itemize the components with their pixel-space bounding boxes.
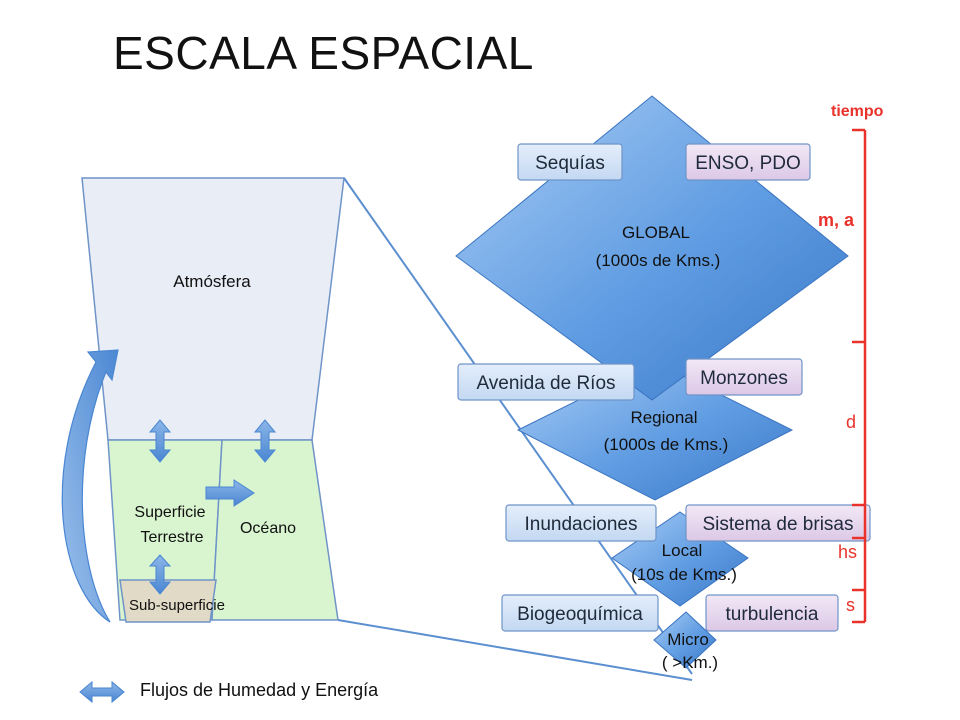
atmosphere-region — [81, 177, 345, 441]
box-monzones: Monzones — [685, 358, 803, 396]
monzones-label: Monzones — [700, 368, 788, 389]
legend-label: Flujos de Humedad y Energía — [140, 680, 379, 700]
regional-label-2: (1000s de Kms.) — [604, 435, 729, 454]
curved-flow-arrow — [61, 349, 119, 623]
biogeoquimica-label: Biogeoquímica — [517, 604, 643, 625]
subsurface-label: Sub-superficie — [129, 597, 225, 614]
legend-double-arrow-icon — [79, 680, 125, 704]
double-arrow-land-subsurface — [148, 554, 172, 595]
time-tick-d: d — [846, 412, 856, 432]
brisas-label: Sistema de brisas — [702, 514, 853, 535]
time-tick-ma: m, a — [818, 210, 855, 230]
sequias-label: Sequías — [535, 153, 605, 174]
zoom-line-bottom — [337, 619, 693, 681]
turbulencia-label: turbulencia — [726, 604, 819, 625]
box-enso: ENSO, PDO — [685, 143, 811, 181]
global-scale-diamond — [455, 95, 849, 401]
land-surface-label-1: Superficie — [134, 504, 205, 521]
land-surface-label-2: Terrestre — [140, 529, 203, 546]
double-arrow-atmosphere-ocean — [253, 419, 277, 463]
box-sistema-brisas: Sistema de brisas — [685, 504, 871, 542]
arrow-land-ocean — [205, 479, 255, 507]
zoom-line-top — [343, 177, 693, 675]
inundaciones-label: Inundaciones — [524, 514, 637, 535]
time-tick-s: s — [846, 595, 855, 615]
atmosphere-label: Atmósfera — [173, 272, 251, 291]
micro-label-2: ( >Km.) — [662, 653, 718, 672]
box-sequias: Sequías — [517, 143, 623, 181]
time-axis-label: tiempo — [831, 103, 884, 120]
ocean-region — [211, 439, 339, 621]
subsurface-region — [119, 579, 217, 623]
box-turbulencia: turbulencia — [705, 594, 839, 632]
global-label-1: GLOBAL — [622, 223, 690, 242]
micro-scale-diamond — [653, 611, 717, 669]
micro-label-1: Micro — [667, 630, 709, 649]
box-inundaciones: Inundaciones — [505, 504, 657, 542]
time-tick-hs: hs — [838, 542, 857, 562]
box-biogeoquimica: Biogeoquímica — [501, 594, 659, 632]
global-label-2: (1000s de Kms.) — [596, 251, 721, 270]
box-avenida-rios: Avenida de Ríos — [457, 363, 635, 401]
double-arrow-atmosphere-land — [148, 419, 172, 463]
enso-label: ENSO, PDO — [695, 153, 801, 174]
ocean-label: Océano — [240, 520, 296, 537]
local-label-2: (10s de Kms.) — [631, 565, 737, 584]
page-title: ESCALA ESPACIAL — [113, 27, 534, 79]
avenida-label: Avenida de Ríos — [476, 373, 615, 394]
local-label-1: Local — [662, 541, 703, 560]
time-axis — [852, 128, 867, 624]
regional-label-1: Regional — [630, 408, 697, 427]
